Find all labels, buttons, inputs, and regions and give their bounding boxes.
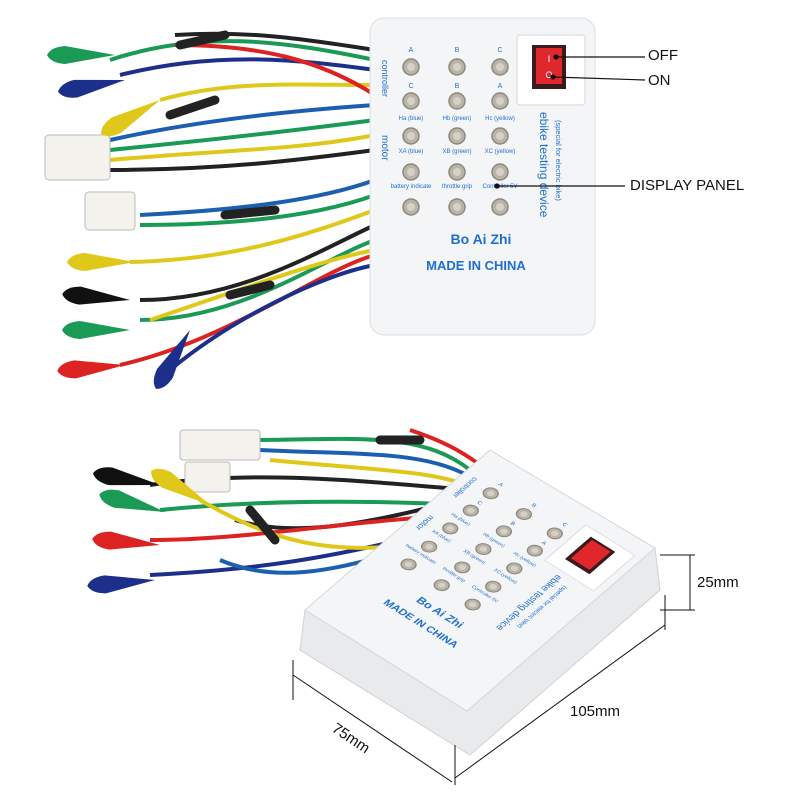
- svg-text:I: I: [548, 54, 551, 64]
- callout-on: ON: [648, 72, 671, 89]
- top-connectors: [44, 134, 136, 231]
- svg-text:Hb (green): Hb (green): [443, 116, 472, 122]
- callout-lines: [494, 54, 646, 189]
- svg-text:ebike testing device: ebike testing device: [537, 112, 551, 218]
- svg-text:Ha (blue): Ha (blue): [399, 116, 424, 122]
- callout-off: OFF: [648, 47, 678, 64]
- dimension-height: 25mm: [697, 574, 739, 591]
- svg-text:throttle grip: throttle grip: [442, 184, 473, 190]
- svg-text:motor: motor: [379, 135, 390, 161]
- svg-text:Controller 5V: Controller 5V: [482, 184, 517, 190]
- svg-text:B: B: [508, 521, 516, 527]
- svg-text:MADE IN CHINA: MADE IN CHINA: [426, 258, 526, 273]
- svg-text:(special for electric bike): (special for electric bike): [554, 120, 563, 201]
- bottom-connectors: [179, 429, 425, 545]
- top-device: I O A B C C B A Ha (blue) Hb (green) Hc …: [369, 17, 596, 336]
- svg-text:B: B: [530, 503, 538, 509]
- svg-text:B: B: [455, 83, 460, 90]
- svg-text:XA (blue): XA (blue): [399, 149, 424, 155]
- svg-text:B: B: [455, 47, 460, 54]
- svg-text:C: C: [408, 83, 413, 90]
- svg-text:A: A: [539, 541, 547, 547]
- svg-text:Bo Ai Zhi: Bo Ai Zhi: [451, 231, 512, 247]
- bottom-device: A B C C B A Ha (blue) Hb (green) Hc (yel…: [299, 449, 661, 756]
- top-wires: [109, 31, 377, 372]
- svg-text:XB (green): XB (green): [442, 149, 471, 155]
- svg-text:A: A: [496, 482, 504, 488]
- svg-text:controller: controller: [380, 60, 390, 97]
- callout-display-panel: DISPLAY PANEL: [630, 177, 745, 194]
- svg-text:battery indicate: battery indicate: [391, 184, 432, 190]
- svg-text:C: C: [560, 522, 568, 528]
- top-heat-shrink: [165, 30, 280, 300]
- dimension-length: 105mm: [570, 703, 621, 720]
- svg-text:C: C: [497, 47, 502, 54]
- svg-text:O: O: [545, 70, 552, 80]
- svg-text:Hc (yellow): Hc (yellow): [485, 116, 515, 122]
- svg-text:A: A: [498, 83, 503, 90]
- svg-text:C: C: [475, 500, 483, 506]
- svg-text:A: A: [409, 47, 414, 54]
- dimension-lines: [292, 554, 695, 785]
- svg-text:XC (yellow): XC (yellow): [485, 149, 516, 155]
